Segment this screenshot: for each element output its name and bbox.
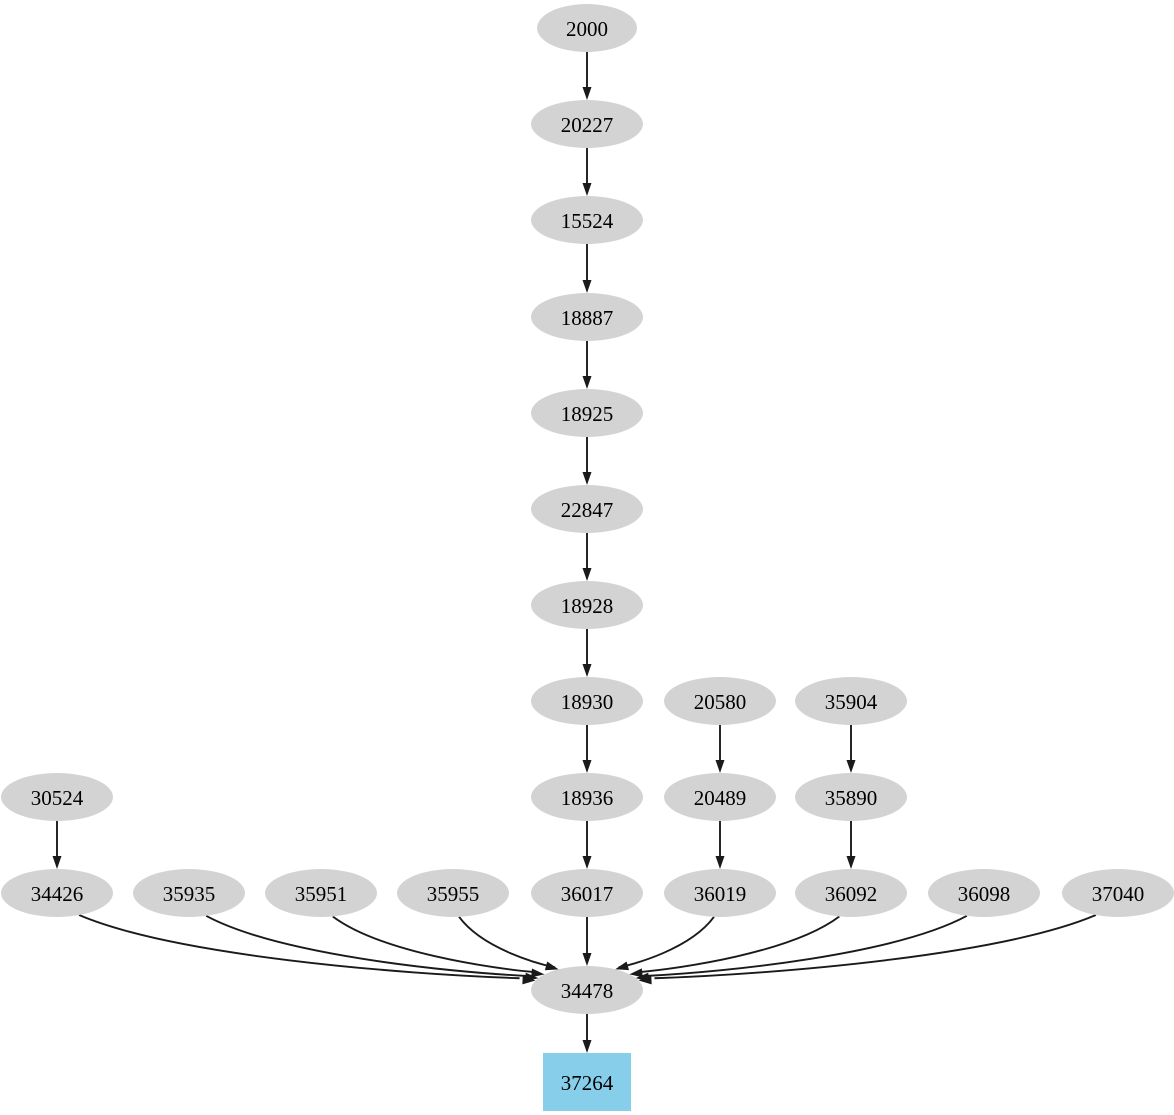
graph-node-36017[interactable]: 36017 (531, 869, 643, 917)
graph-node-18925[interactable]: 18925 (531, 389, 643, 437)
node-ellipse-20489[interactable] (664, 773, 776, 821)
arrowhead-15524-to-18887 (582, 280, 592, 293)
node-ellipse-35890[interactable] (795, 773, 907, 821)
arrowhead-36092-to-34478 (629, 968, 643, 978)
node-ellipse-34426[interactable] (1, 869, 113, 917)
node-ellipse-30524[interactable] (1, 773, 113, 821)
node-ellipse-35935[interactable] (133, 869, 245, 917)
node-ellipse-18925[interactable] (531, 389, 643, 437)
edge-36092-to-34478 (636, 915, 840, 974)
graph-node-34478[interactable]: 34478 (531, 966, 643, 1014)
edge-36019-to-34478 (618, 916, 715, 969)
edge-35955-to-34478 (458, 916, 556, 969)
node-ellipse-20227[interactable] (531, 100, 643, 148)
arrowhead-18936-to-36017 (582, 856, 592, 869)
node-ellipse-36019[interactable] (664, 869, 776, 917)
graph-node-22847[interactable]: 22847 (531, 485, 643, 533)
graph-node-36092[interactable]: 36092 (795, 869, 907, 917)
arrowhead-2000-to-20227 (582, 87, 592, 100)
graph-node-30524[interactable]: 30524 (1, 773, 113, 821)
node-ellipse-22847[interactable] (531, 485, 643, 533)
node-ellipse-37040[interactable] (1062, 869, 1174, 917)
graph-node-18887[interactable]: 18887 (531, 293, 643, 341)
edge-36098-to-34478 (647, 915, 968, 977)
edge-34426-to-34478 (78, 914, 520, 980)
arrowhead-30524-to-34426 (52, 856, 62, 869)
arrowhead-20489-to-36019 (715, 856, 725, 869)
graph-node-20580[interactable]: 20580 (664, 677, 776, 725)
arrowhead-18925-to-22847 (582, 472, 592, 485)
arrowhead-22847-to-18928 (582, 568, 592, 581)
arrowhead-36017-to-34478 (582, 953, 592, 966)
node-ellipse-34478[interactable] (531, 966, 643, 1014)
graph-node-18936[interactable]: 18936 (531, 773, 643, 821)
arrowhead-35955-to-34478 (544, 961, 559, 971)
arrowhead-20580-to-20489 (715, 760, 725, 773)
graph-node-35935[interactable]: 35935 (133, 869, 245, 917)
graph-node-20489[interactable]: 20489 (664, 773, 776, 821)
edge-35935-to-34478 (205, 915, 527, 977)
node-ellipse-18930[interactable] (531, 677, 643, 725)
graph-node-2000[interactable]: 2000 (537, 4, 637, 52)
arrowhead-20227-to-15524 (582, 183, 592, 196)
graph-node-36098[interactable]: 36098 (928, 869, 1040, 917)
graph-node-15524[interactable]: 15524 (531, 196, 643, 244)
graph-node-35904[interactable]: 35904 (795, 677, 907, 725)
graph-node-18930[interactable]: 18930 (531, 677, 643, 725)
edge-37040-to-34478 (654, 914, 1097, 980)
graph-node-35955[interactable]: 35955 (397, 869, 509, 917)
graph-node-37040[interactable]: 37040 (1062, 869, 1174, 917)
node-ellipse-18928[interactable] (531, 581, 643, 629)
arrowhead-18887-to-18925 (582, 376, 592, 389)
node-ellipse-36017[interactable] (531, 869, 643, 917)
graph-node-20227[interactable]: 20227 (531, 100, 643, 148)
edge-35951-to-34478 (332, 915, 538, 974)
node-ellipse-18936[interactable] (531, 773, 643, 821)
node-ellipse-35904[interactable] (795, 677, 907, 725)
node-ellipse-36092[interactable] (795, 869, 907, 917)
arrowhead-37040-to-34478 (638, 975, 652, 985)
graph-node-35890[interactable]: 35890 (795, 773, 907, 821)
arrowhead-34478-to-37264 (582, 1040, 592, 1053)
arrowhead-35904-to-35890 (846, 760, 856, 773)
graph-node-18928[interactable]: 18928 (531, 581, 643, 629)
arrowhead-18930-to-18936 (582, 760, 592, 773)
node-ellipse-2000[interactable] (537, 4, 637, 52)
node-ellipse-20580[interactable] (664, 677, 776, 725)
node-ellipse-35955[interactable] (397, 869, 509, 917)
arrowhead-18928-to-18930 (582, 664, 592, 677)
node-rect-37264[interactable] (543, 1053, 631, 1111)
node-ellipse-35951[interactable] (265, 869, 377, 917)
arrowhead-36019-to-34478 (615, 961, 629, 971)
node-ellipse-18887[interactable] (531, 293, 643, 341)
graph-node-36019[interactable]: 36019 (664, 869, 776, 917)
graph-node-37264[interactable]: 37264 (543, 1053, 631, 1111)
graph-node-35951[interactable]: 35951 (265, 869, 377, 917)
node-ellipse-36098[interactable] (928, 869, 1040, 917)
edges-layer (52, 52, 1097, 1053)
arrowhead-35890-to-36092 (846, 856, 856, 869)
node-ellipse-15524[interactable] (531, 196, 643, 244)
graph-node-34426[interactable]: 34426 (1, 869, 113, 917)
arrowhead-35951-to-34478 (531, 968, 545, 978)
